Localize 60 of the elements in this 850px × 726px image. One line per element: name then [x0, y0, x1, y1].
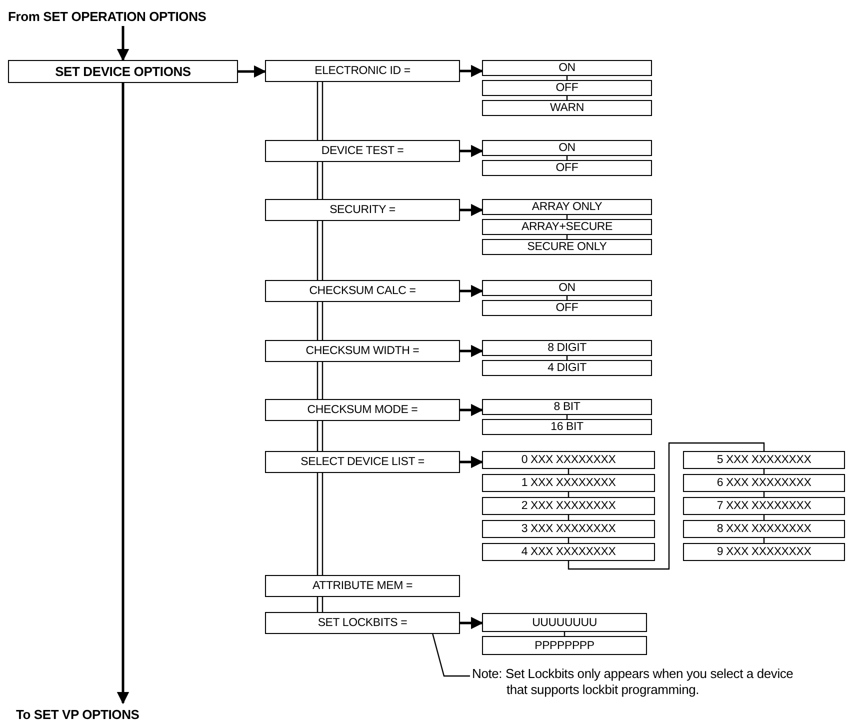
double-line	[316, 472, 324, 576]
option-box: 4 DIGIT	[482, 360, 652, 376]
leader-line	[432, 634, 470, 677]
note-text: Note: Set Lockbits only appears when you select a device that supports lockbit programming.	[472, 666, 817, 702]
option-box: SECURE ONLY	[482, 239, 652, 255]
option-box: 8 BIT	[482, 399, 652, 415]
arrow	[460, 616, 484, 630]
arrow	[460, 64, 484, 78]
arrow	[460, 204, 484, 216]
menu-box: ELECTRONIC ID =	[265, 60, 460, 82]
menu-box: ATTRIBUTE MEM =	[265, 575, 460, 597]
option-box: PPPPPPPP	[482, 636, 647, 655]
option-box: ARRAY+SECURE	[482, 219, 652, 235]
menu-box: SECURITY =	[265, 199, 460, 221]
option-box: OFF	[482, 80, 652, 96]
menu-box: SET LOCKBITS =	[265, 612, 460, 634]
connector-line	[568, 442, 765, 570]
option-box: 6 XXX XXXXXXXX	[683, 474, 845, 492]
option-box: 2 XXX XXXXXXXX	[482, 497, 655, 515]
option-box: ON	[482, 60, 652, 76]
option-box: UUUUUUUU	[482, 613, 647, 632]
double-line	[316, 361, 324, 400]
option-box: 5 XXX XXXXXXXX	[683, 451, 845, 469]
option-box: 9 XXX XXXXXXXX	[683, 543, 845, 561]
option-box: 16 BIT	[482, 419, 652, 435]
option-box: ON	[482, 140, 652, 156]
menu-box: SELECT DEVICE LIST =	[265, 451, 460, 473]
menu-box: CHECKSUM MODE =	[265, 399, 460, 421]
menu-box: CHECKSUM CALC =	[265, 280, 460, 302]
option-box: 0 XXX XXXXXXXX	[482, 451, 655, 469]
double-line	[316, 220, 324, 281]
option-box: 4 XXX XXXXXXXX	[482, 543, 655, 561]
option-box: 7 XXX XXXXXXXX	[683, 497, 845, 515]
double-line	[316, 161, 324, 200]
arrow	[460, 344, 484, 358]
double-line	[316, 81, 324, 141]
arrow	[460, 144, 484, 158]
arrow	[460, 456, 484, 468]
arrow	[116, 26, 130, 62]
flow-label: To SET VP OPTIONS	[16, 704, 216, 724]
menu-box: CHECKSUM WIDTH =	[265, 340, 460, 362]
menu-box: DEVICE TEST =	[265, 140, 460, 162]
option-box: ON	[482, 280, 652, 296]
option-box: 1 XXX XXXXXXXX	[482, 474, 655, 492]
option-box: 8 XXX XXXXXXXX	[683, 520, 845, 538]
arrow	[238, 65, 266, 78]
double-line	[316, 420, 324, 452]
option-box: 8 DIGIT	[482, 340, 652, 356]
flow-label: From SET OPERATION OPTIONS	[8, 6, 258, 26]
option-box: OFF	[482, 160, 652, 176]
double-line	[316, 596, 324, 613]
arrow	[460, 284, 484, 298]
arrow	[116, 83, 130, 704]
option-box: ARRAY ONLY	[482, 199, 652, 215]
option-box: OFF	[482, 300, 652, 316]
double-line	[316, 301, 324, 341]
option-box: WARN	[482, 100, 652, 116]
menu-box: SET DEVICE OPTIONS	[8, 60, 238, 83]
arrow	[460, 404, 484, 416]
option-box: 3 XXX XXXXXXXX	[482, 520, 655, 538]
